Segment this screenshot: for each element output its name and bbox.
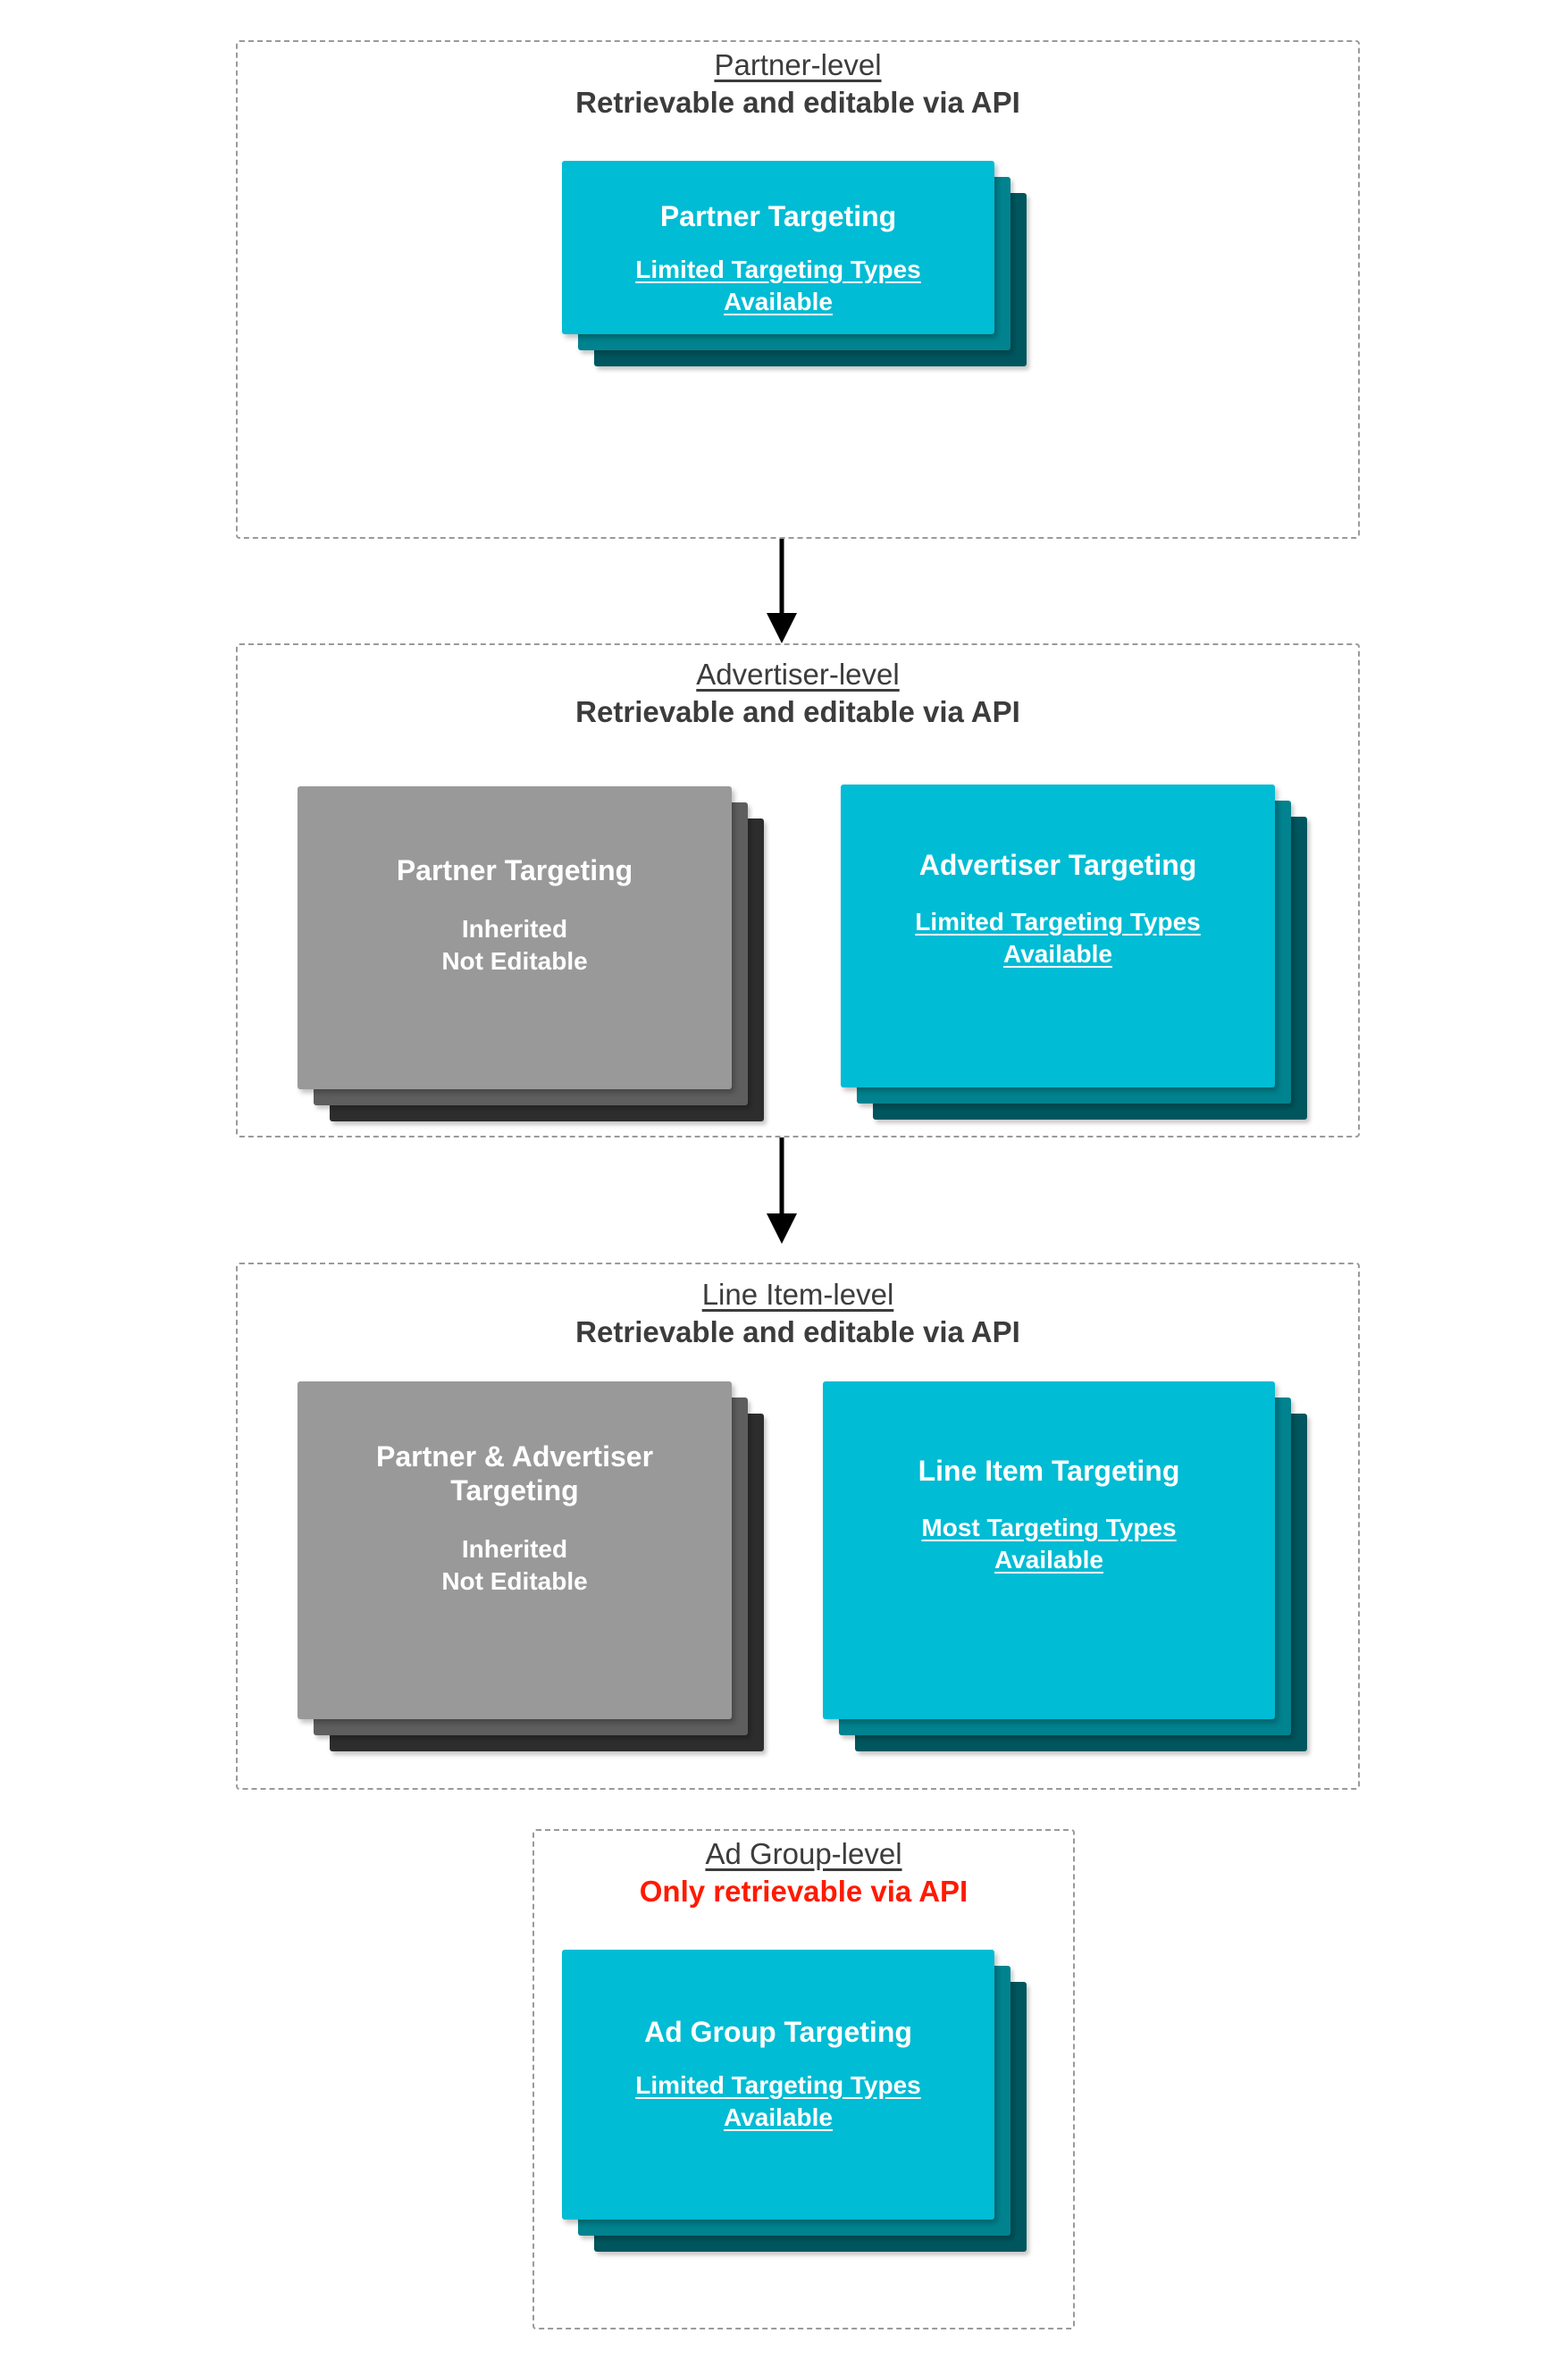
level-box-ad-group (532, 1829, 1075, 2329)
card-subtitle: Limited Targeting Types Available (635, 2070, 921, 2132)
level-heading-partner: Partner-level Retrievable and editable v… (236, 50, 1360, 117)
card-title: Advertiser Targeting (918, 849, 1197, 881)
card-partner-targeting-inherited[interactable]: Partner Targeting Inherited Not Editable (298, 786, 732, 1089)
card-ad-group-targeting[interactable]: Ad Group Targeting Limited Targeting Typ… (562, 1950, 994, 2220)
card-stack-partner-targeting: Partner Targeting Limited Targeting Type… (562, 161, 1027, 366)
card-subtitle: Limited Targeting Types Available (915, 907, 1201, 969)
card-subtitle: Inherited Not Editable (441, 914, 588, 976)
card-title: Partner Targeting (659, 200, 897, 232)
level-heading-advertiser: Advertiser-level Retrievable and editabl… (236, 659, 1360, 726)
card-stack-ad-group-targeting: Ad Group Targeting Limited Targeting Typ… (562, 1950, 1027, 2252)
level-subtitle-line-item: Retrievable and editable via API (575, 1315, 1020, 1348)
level-subtitle-advertiser: Retrievable and editable via API (575, 695, 1020, 728)
connector-arrow-advertiser-to-line-item (767, 1137, 797, 1244)
level-heading-line-item: Line Item-level Retrievable and editable… (236, 1280, 1360, 1347)
level-title-partner: Partner-level (714, 48, 882, 81)
card-line-item-targeting[interactable]: Line Item Targeting Most Targeting Types… (823, 1381, 1275, 1719)
level-title-ad-group: Ad Group-level (705, 1837, 902, 1870)
connector-arrow-partner-to-advertiser (767, 539, 797, 643)
card-subtitle: Limited Targeting Types Available (635, 255, 921, 316)
card-subtitle: Inherited Not Editable (441, 1534, 588, 1595)
level-heading-ad-group: Ad Group-level Only retrievable via API (532, 1839, 1075, 1906)
card-title: Ad Group Targeting (644, 2016, 912, 2048)
card-title: Partner & Advertiser Targeting (375, 1440, 654, 1507)
card-stack-advertiser-inherited: Partner Targeting Inherited Not Editable (298, 786, 771, 1121)
card-title: Line Item Targeting (918, 1455, 1180, 1487)
card-advertiser-targeting[interactable]: Advertiser Targeting Limited Targeting T… (841, 785, 1275, 1087)
level-title-advertiser: Advertiser-level (696, 658, 900, 691)
card-partner-targeting[interactable]: Partner Targeting Limited Targeting Type… (562, 161, 994, 334)
level-box-advertiser (236, 643, 1360, 1137)
card-stack-line-item-targeting: Line Item Targeting Most Targeting Types… (823, 1381, 1314, 1751)
card-stack-line-item-inherited: Partner & Advertiser Targeting Inherited… (298, 1381, 771, 1751)
card-partner-advertiser-targeting-inherited[interactable]: Partner & Advertiser Targeting Inherited… (298, 1381, 732, 1719)
level-subtitle-partner: Retrievable and editable via API (575, 86, 1020, 119)
level-subtitle-ad-group: Only retrievable via API (639, 1875, 968, 1908)
level-box-line-item (236, 1263, 1360, 1790)
card-subtitle: Most Targeting Types Available (921, 1513, 1177, 1574)
card-title: Partner Targeting (396, 854, 633, 886)
card-stack-advertiser-targeting: Advertiser Targeting Limited Targeting T… (841, 785, 1314, 1120)
level-title-line-item: Line Item-level (701, 1278, 894, 1311)
level-box-partner (236, 40, 1360, 539)
